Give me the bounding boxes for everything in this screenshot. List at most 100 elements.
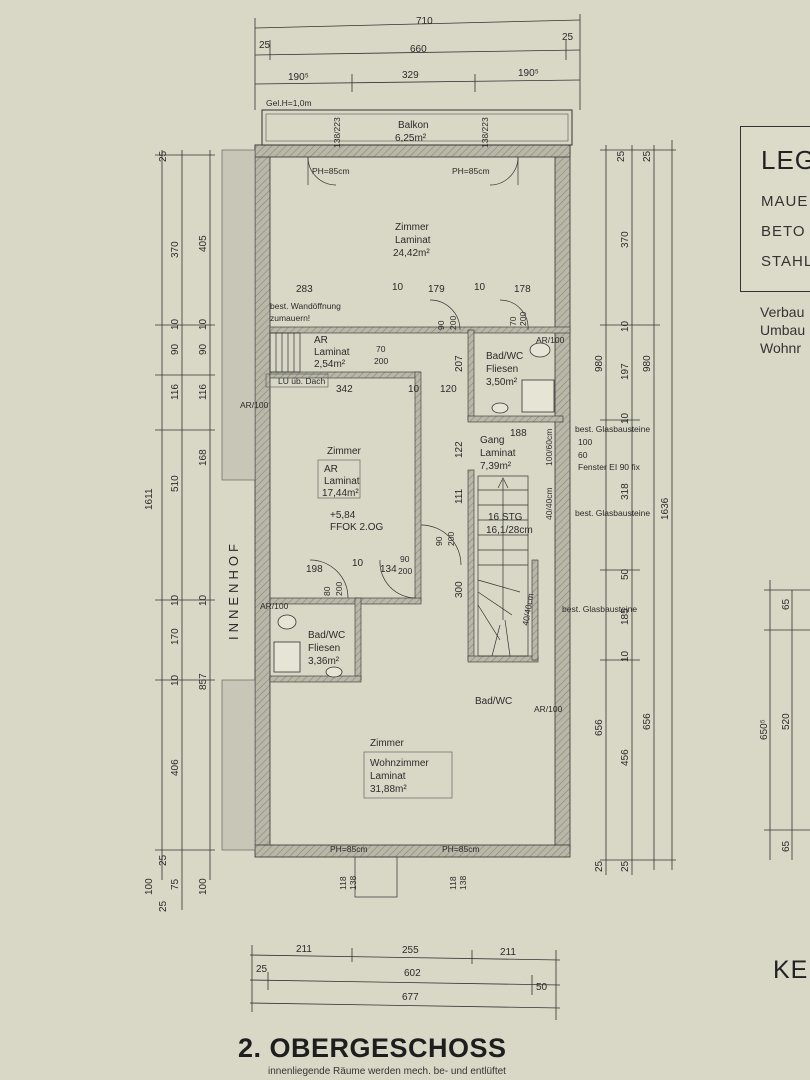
room-top-area: 24,42m² — [393, 248, 430, 259]
room-mid-area: 17,44m² — [322, 488, 359, 499]
legend-note-1: Verbau — [760, 304, 805, 320]
dim-bottom-d: 25 — [256, 964, 268, 975]
dim-right-6: 197 — [620, 363, 631, 380]
glass-block-note-3: best. Glasbausteine — [562, 604, 637, 614]
dim-left-20: 100 — [144, 878, 155, 895]
room-top-name: Zimmer — [395, 222, 430, 233]
living-sub: Wohnzimmer — [370, 758, 429, 769]
dim-left-6: 90 — [170, 343, 181, 355]
dim-right-9: 318 — [620, 483, 631, 500]
balcony-area: 6,25m² — [395, 133, 427, 144]
living-name: Zimmer — [370, 738, 405, 749]
dim-right-17: 25 — [594, 860, 605, 872]
dimension-w300: 300 — [454, 581, 465, 598]
dim-bottom-e: 602 — [404, 968, 421, 979]
dim-right-12: 185 — [620, 608, 631, 625]
bath-top-area: 3,50m² — [486, 377, 518, 388]
ar-small-floor: Laminat — [314, 347, 350, 358]
stair-ratio: 16,1/28cm — [486, 525, 533, 536]
dim-left-16: 10 — [170, 674, 181, 686]
room-mid-ffok: FFOK 2.OG — [330, 522, 384, 533]
window-note: Fenster EI 90 fix — [578, 462, 641, 472]
dim-bottom-a: 211 — [296, 944, 312, 955]
room-mid-floor: Laminat — [324, 476, 360, 487]
dimension-w10b: 10 — [474, 282, 486, 293]
legend-box: LEG MAUE BETO STAHL — [740, 126, 810, 292]
room-mid-sub: AR — [324, 464, 338, 475]
dimension-w120: 120 — [440, 384, 457, 395]
adjacent-plan-dimensions — [764, 580, 810, 860]
floor-title: 2. OBERGESCHOSS — [238, 1033, 507, 1063]
dimension-w10c: 10 — [408, 384, 420, 395]
dim-right-wall: 25 — [562, 32, 574, 43]
walls — [221, 109, 573, 898]
bottom-dimensions — [249, 945, 561, 1020]
dimension-w90b: 90 — [434, 536, 444, 546]
dimension-w122: 122 — [454, 441, 465, 458]
dim-inner-width: 660 — [410, 44, 427, 55]
dim-top-a: 190⁵ — [288, 72, 309, 83]
bath-low-name: Bad/WC — [308, 630, 345, 641]
hall-area: 7,39m² — [480, 461, 512, 472]
dim-bottom-total: 677 — [402, 992, 419, 1003]
legend-title: LEG — [761, 145, 810, 175]
top-dimensions — [254, 14, 581, 110]
dim-right-3: 25 — [642, 150, 653, 162]
dimension-w200f: 200 — [398, 566, 412, 576]
ph-label-2: PH=85cm — [452, 166, 490, 176]
inner-dimensions: 283 10 179 10 178 342 10 120 188 207 122… — [296, 117, 531, 890]
dimension-w90c: 90 — [400, 554, 410, 564]
right-dimensions — [600, 140, 676, 875]
dimension-w207: 207 — [454, 355, 465, 372]
dimension-w118b: 118 — [448, 876, 458, 890]
dim-top-b: 329 — [402, 70, 419, 81]
dim-top-c: 190⁵ — [518, 68, 539, 79]
dim-left-14: 10 — [198, 594, 209, 606]
dimension-w118a: 118 — [338, 876, 348, 890]
dim-left-23: 100 — [198, 878, 209, 895]
ph-label-4: PH=85cm — [442, 844, 480, 854]
ar100-label-3: AR/100 — [260, 601, 289, 611]
dim-left-18: 406 — [170, 759, 181, 776]
dimension-w80: 80 — [322, 586, 332, 596]
dimension-w134: 134 — [380, 564, 397, 575]
glass-block-note-2: best. Glasbausteine — [575, 508, 650, 518]
bath-top-name: Bad/WC — [486, 351, 523, 362]
dimension-w198: 198 — [306, 564, 323, 575]
dim-far-a: 65 — [781, 598, 792, 610]
dim-left-9: 116 — [198, 384, 209, 400]
railing-height: Gel.H=1,0m — [266, 98, 312, 108]
ar100-label-1: AR/100 — [536, 335, 565, 345]
dimension-w10d: 10 — [352, 558, 364, 569]
dimension-w200e: 200 — [334, 582, 344, 596]
dim-right-14: 656 — [594, 719, 605, 736]
dim-left-11: 510 — [170, 475, 181, 492]
dim-left-19: 25 — [158, 854, 169, 866]
dim-right-15: 656 — [642, 713, 653, 730]
dim-right-18: 25 — [620, 860, 631, 872]
legend-line-2: BETO — [761, 223, 806, 240]
dimension-w188: 188 — [510, 428, 527, 439]
dim-right-5: 10 — [620, 412, 631, 424]
dim-right-2: 370 — [620, 231, 631, 248]
floor-note: innenliegende Räume werden mech. be- und… — [268, 1066, 506, 1077]
dimension-w283: 283 — [296, 284, 313, 295]
dim-left-13: 10 — [170, 594, 181, 606]
dim-left-8: 116 — [170, 384, 181, 400]
room-mid-name: Zimmer — [327, 446, 362, 457]
dim-left-22: 25 — [158, 900, 169, 912]
bath-top-floor: Fliesen — [486, 364, 518, 375]
dimension-w342: 342 — [336, 384, 353, 395]
corner-label: KE — [773, 956, 809, 984]
legend-line-3: STAHL — [761, 253, 810, 270]
dim-left-15: 170 — [170, 628, 181, 645]
wall-opening-note: best. Wandöffnung — [270, 301, 341, 311]
ph-label-3: PH=85cm — [330, 844, 368, 854]
glass-block-note-1: best. Glasbausteine — [575, 424, 650, 434]
ph-label-1: PH=85cm — [312, 166, 350, 176]
dimension-w138c: 138 — [348, 876, 358, 890]
dimension-w138d: 138 — [458, 876, 468, 890]
ar100-label-2: AR/100 — [240, 400, 269, 410]
window-height: 60 — [578, 450, 588, 460]
dimension-w70a: 70 — [376, 344, 386, 354]
